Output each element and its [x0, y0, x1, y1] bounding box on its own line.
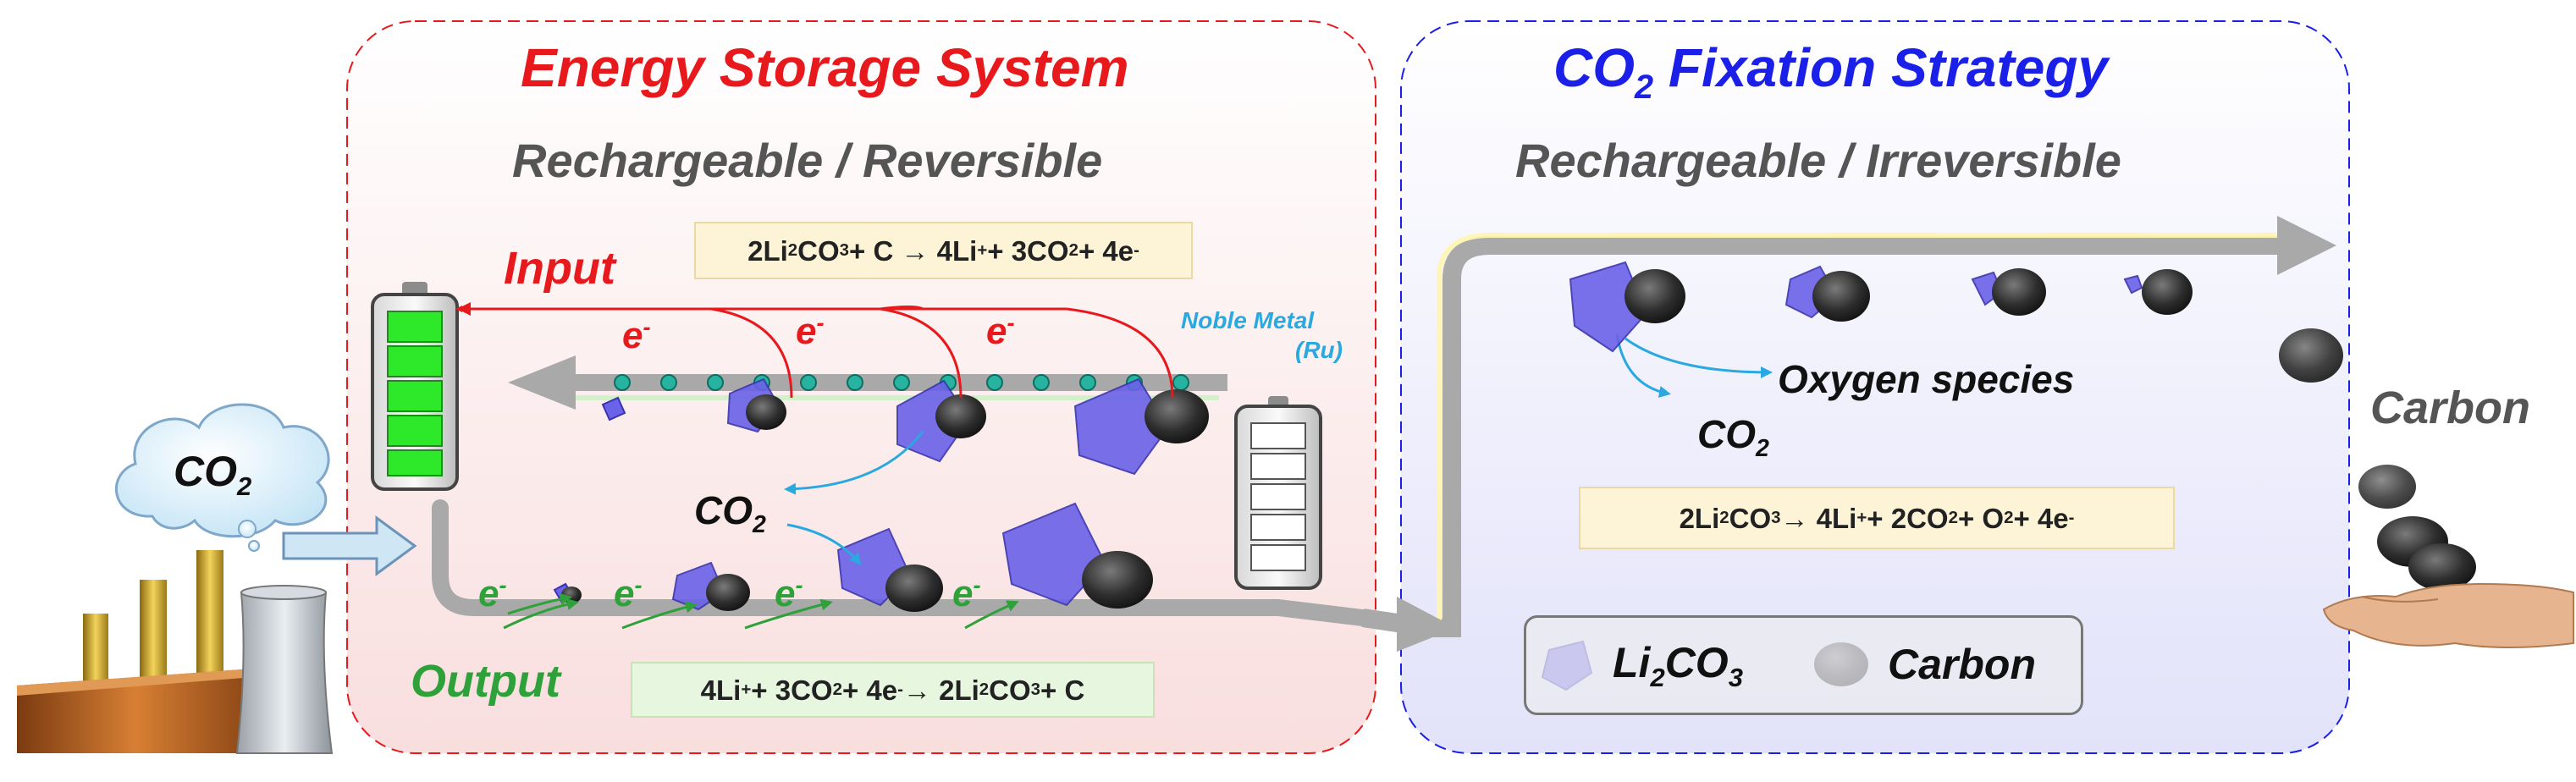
energy-storage-title: Energy Storage System [521, 37, 1129, 98]
co2-fixation-panel [1400, 20, 2350, 754]
right-subtitle: Rechargeable / Irreversible [1515, 134, 2121, 187]
empty-battery-icon [1234, 396, 1322, 590]
electron-label-discharge-1: e- [478, 571, 507, 614]
legend-li2co3-label: Li2CO3 [1613, 639, 1743, 692]
electron-wires [455, 302, 1174, 399]
electron-label-charge-2: e- [796, 309, 825, 352]
oxygen-species-label: Oxygen species [1778, 357, 2075, 401]
co2-label-left: CO2 [694, 488, 766, 539]
cloud-co2-label: CO2 [174, 448, 252, 501]
co2-flow-arrows [784, 333, 1773, 566]
noble-metal-label: Noble Metal [1181, 307, 1315, 333]
electron-label-discharge-3: e- [775, 571, 803, 614]
feed-arrow [282, 515, 417, 576]
to-fixation-head [1397, 597, 1456, 652]
electron-label-charge-1: e- [622, 313, 651, 356]
legend-box [1524, 615, 2083, 715]
fixation-particles [1569, 261, 2343, 383]
left-subtitle: Rechargeable / Reversible [512, 134, 1103, 187]
output-label: Output [411, 656, 560, 707]
input-label: Input [504, 243, 615, 294]
co2-fixation-title: CO2 Fixation Strategy [1553, 37, 2109, 106]
co2-cloud-icon [114, 403, 330, 552]
electron-label-discharge-4: e- [952, 571, 981, 614]
discharge-particles [553, 502, 1153, 612]
charge-particles [601, 377, 1209, 476]
charged-battery-icon [371, 282, 459, 491]
ru-label: (Ru) [1295, 337, 1343, 363]
co2-label-right: CO2 [1697, 412, 1769, 463]
fixation-pipe-head [2277, 216, 2336, 275]
discharge-pipe [432, 499, 1371, 626]
fixation-pipe [1361, 236, 2286, 637]
electron-label-charge-3: e- [986, 309, 1015, 352]
product-carbon-label: Carbon [2370, 383, 2530, 433]
factory-icon [17, 550, 334, 754]
legend-carbon-label: Carbon [1888, 641, 2036, 688]
fixation-pipe-glow [1437, 233, 2286, 628]
hand-with-carbon-icon [2322, 465, 2574, 648]
electron-label-discharge-2: e- [614, 571, 643, 614]
discharge-electron-arrows [503, 592, 1019, 630]
charge-pipe-head [508, 355, 576, 410]
